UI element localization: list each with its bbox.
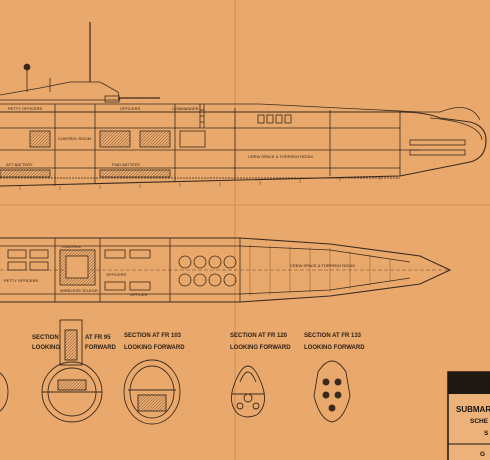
profile-view: [0, 22, 487, 190]
section-fr95-looking: LOOKING: [32, 345, 60, 351]
section-fr103-title: SECTION AT FR 103: [124, 333, 182, 339]
section-fr120-title: SECTION AT FR 120: [230, 333, 288, 339]
section-fr95-frame: AT FR 95: [85, 335, 111, 341]
section-fr133-title: SECTION AT FR 133: [304, 333, 362, 339]
plan-label-officers: OFFICERS: [106, 272, 127, 277]
section-fr103: [123, 359, 181, 425]
section-fr133: [313, 360, 351, 423]
plan-label-wireless: WIRELESS TELEGR: [60, 288, 98, 293]
section-fr120-looking: LOOKING FORWARD: [230, 345, 291, 351]
profile-label-officers: OFFICERS: [120, 106, 141, 111]
title-block-line1: SUBMAR: [456, 405, 490, 414]
title-block-line3: S: [484, 430, 489, 437]
section-fr103-looking: LOOKING FORWARD: [124, 345, 185, 351]
title-block-line4: G: [480, 451, 485, 458]
section-fr95-title: SECTION: [32, 335, 59, 341]
plan-label-crew-torpedo: CREW SPACE & TORPEDO ROOM: [290, 263, 355, 268]
plan-label-officer: OFFICER: [130, 292, 148, 297]
profile-label-aft-battery: AFT BATTERY: [6, 162, 33, 167]
profile-label-fwd-battery: FWD BATTERY: [112, 162, 141, 167]
profile-label-control-room: CONTROL ROOM: [58, 136, 91, 141]
section-fr95: [41, 319, 103, 423]
title-block-line2: SCHE: [470, 418, 489, 425]
section-partial-left: [0, 372, 9, 412]
plan-label-control: CONTROL: [62, 244, 82, 249]
plan-view: [0, 237, 452, 303]
section-fr133-looking: LOOKING FORWARD: [304, 345, 365, 351]
profile-label-crew-torpedo: CREW SPACE & TORPEDO ROOM: [248, 154, 313, 159]
plan-label-petty-officers: PETTY OFFICERS: [4, 278, 38, 283]
profile-label-petty-officers: PETTY OFFICERS: [8, 106, 42, 111]
title-block: [447, 371, 490, 460]
section-fr95-dir: FORWARD: [85, 345, 117, 351]
section-fr120: [231, 365, 265, 418]
profile-label-commander: COMMANDER: [172, 106, 199, 111]
